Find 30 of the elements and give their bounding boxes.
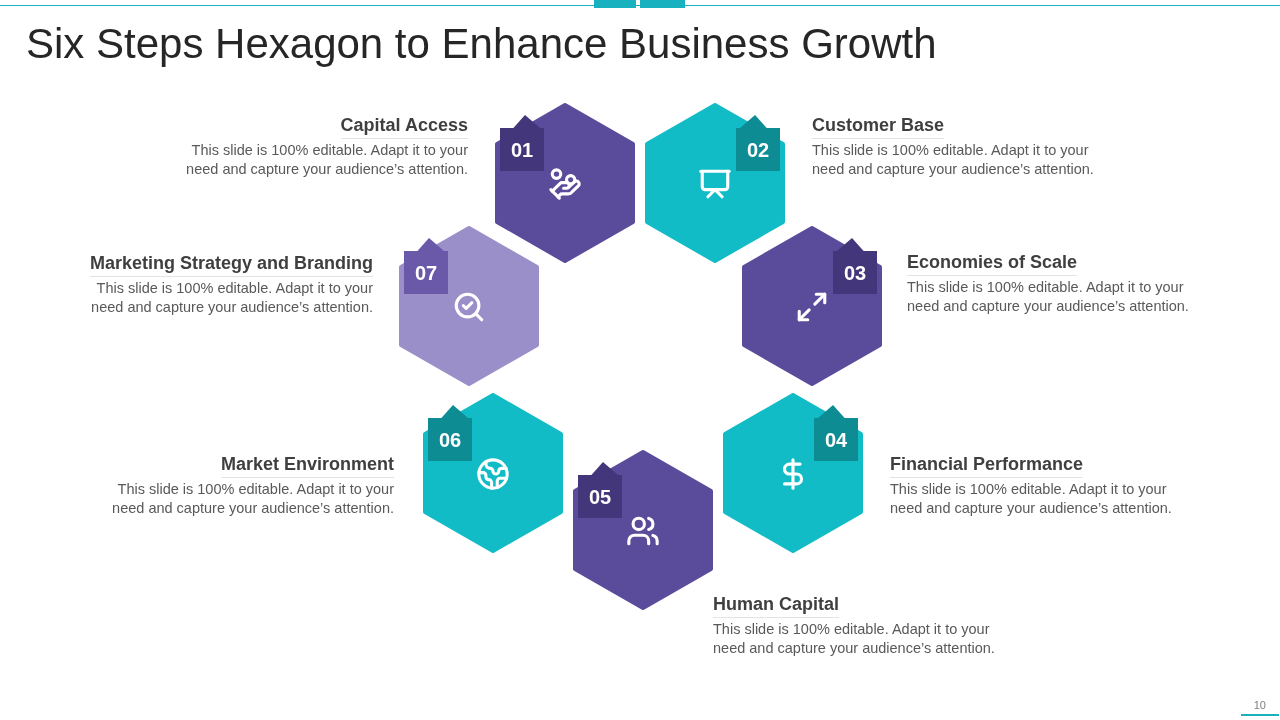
- number-tab: 07: [404, 251, 448, 294]
- number-tab: 01: [500, 128, 544, 171]
- step-heading: Human Capital: [713, 592, 840, 618]
- step-description: This slide is 100% editable. Adapt it to your need and capture your audience’s attention.: [111, 480, 394, 518]
- hexagon: [495, 103, 635, 263]
- number-tab: 06: [428, 418, 472, 461]
- number-tab: 03: [833, 251, 877, 294]
- step-description: This slide is 100% editable. Adapt it to your need and capture your audience’s attention.: [185, 141, 468, 179]
- hexagon: [723, 393, 863, 553]
- hexagon: [645, 103, 785, 263]
- step-heading: Marketing Strategy and Branding: [89, 251, 373, 277]
- step-heading: Customer Base: [812, 113, 945, 139]
- slide-title: Six Steps Hexagon to Enhance Business Growth: [26, 19, 937, 69]
- step-description: This slide is 100% editable. Adapt it to your need and capture your audience’s attention.: [812, 141, 1095, 179]
- step-description: This slide is 100% editable. Adapt it to your need and capture your audience’s attention.: [890, 480, 1173, 518]
- hexagon: [399, 226, 539, 386]
- hexagon: [423, 393, 563, 553]
- hexagon: [573, 450, 713, 610]
- number-tab: 04: [814, 418, 858, 461]
- step-description: This slide is 100% editable. Adapt it to your need and capture your audience’s attention.: [907, 278, 1190, 316]
- page-number: 10: [1253, 698, 1266, 712]
- number-tab: 02: [736, 128, 780, 171]
- hexagon: [742, 226, 882, 386]
- step-heading: Economies of Scale: [907, 250, 1078, 276]
- number-tab: 05: [578, 475, 622, 518]
- step-heading: Capital Access: [340, 113, 468, 139]
- step-description: This slide is 100% editable. Adapt it to your need and capture your audience’s attention.: [713, 620, 996, 658]
- step-heading: Financial Performance: [890, 452, 1084, 478]
- step-heading: Market Environment: [220, 452, 394, 478]
- step-description: This slide is 100% editable. Adapt it to your need and capture your audience’s attention.: [90, 279, 373, 317]
